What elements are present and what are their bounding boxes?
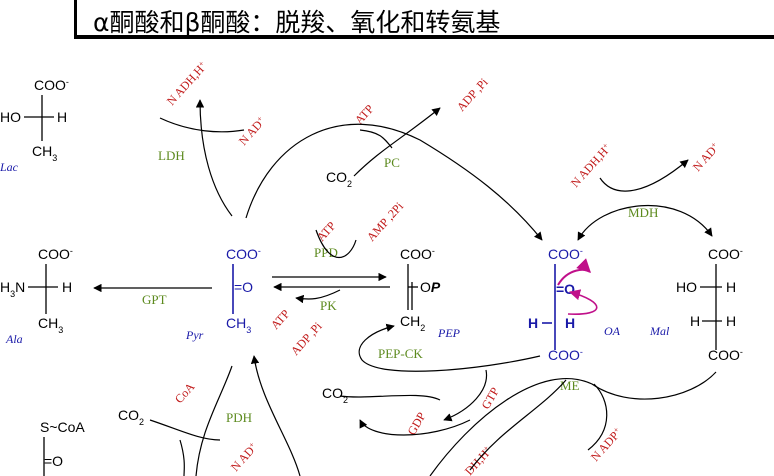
enzyme-ldh: LDH bbox=[158, 148, 185, 163]
enzyme-pc: PC bbox=[384, 155, 400, 170]
svg-text:CH2: CH2 bbox=[400, 313, 425, 333]
pep-structure: COO- OP CH2 PEP bbox=[400, 246, 461, 340]
lactate-ho: HO bbox=[0, 109, 21, 125]
acetylcoa-carbonyl: =O bbox=[44, 453, 63, 469]
enzyme-gpt: GPT bbox=[142, 292, 167, 307]
enzyme-pk: PK bbox=[320, 298, 337, 313]
malate-h1: H bbox=[726, 279, 736, 295]
svg-text:COO-: COO- bbox=[548, 347, 583, 363]
lactate-ch3: CH bbox=[32, 143, 52, 159]
co2-pdh: CO2 bbox=[118, 407, 144, 427]
oa-h-right: H bbox=[565, 315, 575, 331]
cofactor-atp-pk: ATP bbox=[268, 307, 293, 332]
co2-pc: CO2 bbox=[326, 169, 352, 189]
svg-text:COO-: COO- bbox=[34, 77, 69, 93]
pep-ester-o: O bbox=[420, 279, 431, 295]
svg-text:CH3: CH3 bbox=[226, 315, 251, 335]
lactate-coo: COO bbox=[34, 77, 66, 93]
page-title: α酮酸和β酮酸：脱羧、氧化和转氨基 bbox=[93, 8, 501, 37]
cofactor-nad-pdh: N AD+ bbox=[227, 440, 260, 474]
svg-text:COO-: COO- bbox=[708, 246, 743, 262]
alanine-name: Ala bbox=[5, 332, 23, 346]
svg-text:H3N: H3N bbox=[0, 279, 25, 299]
alanine-coo: COO bbox=[38, 246, 70, 262]
enzyme-mdh: MDH bbox=[628, 205, 658, 220]
lactate-structure: COO- HO H CH3 Lac bbox=[0, 77, 69, 174]
malate-coo-bottom: COO bbox=[708, 347, 740, 363]
svg-text:COO-: COO- bbox=[708, 347, 743, 363]
alanine-h: H bbox=[62, 279, 72, 295]
malate-h3: H bbox=[726, 313, 736, 329]
cofactor-gtp: GTP bbox=[478, 385, 502, 412]
pyruvate-structure: COO- =O CH3 Pyr bbox=[185, 246, 261, 342]
alanine-ch3: CH bbox=[38, 315, 58, 331]
alanine-h3n: H bbox=[0, 279, 10, 295]
oa-coo-top: COO bbox=[548, 246, 580, 262]
svg-text:OP: OP bbox=[420, 279, 441, 295]
co2-pepck: CO2 bbox=[322, 385, 348, 405]
svg-text:CH3: CH3 bbox=[38, 315, 63, 335]
acetylcoa-structure: S~CoA =O bbox=[40, 419, 85, 476]
pyruvate-carbonyl: =O bbox=[234, 279, 253, 295]
lactate-name: Lac bbox=[0, 160, 19, 174]
cofactor-adp-pc: ADP ,Pi bbox=[454, 75, 491, 114]
acetylcoa-scoa: S~CoA bbox=[40, 419, 85, 435]
enzyme-me: ME bbox=[560, 378, 580, 393]
svg-text:COO-: COO- bbox=[38, 246, 73, 262]
oa-coo-bottom: COO bbox=[548, 347, 580, 363]
enzyme-pepck: PEP-CK bbox=[378, 346, 423, 361]
svg-text:COO-: COO- bbox=[400, 246, 435, 262]
reaction-arrows bbox=[93, 99, 717, 476]
malate-coo-top: COO bbox=[708, 246, 740, 262]
cofactor-nadh-mdh: N ADH,H+ bbox=[567, 140, 614, 190]
cofactor-coa: CoA bbox=[172, 380, 198, 406]
alanine-structure: COO- H3N H CH3 Ala bbox=[0, 246, 73, 346]
pyruvate-name: Pyr bbox=[185, 328, 204, 342]
pyruvate-ch3: CH bbox=[226, 315, 246, 331]
svg-text:CH3: CH3 bbox=[32, 143, 57, 163]
title-box: α酮酸和β酮酸：脱羧、氧化和转氨基 bbox=[74, 0, 774, 39]
pep-ch2: CH bbox=[400, 313, 420, 329]
cofactor-adp-pk: ADP ,Pi bbox=[288, 319, 325, 358]
cofactor-amp-ppd: AMP ,2Pi bbox=[364, 199, 407, 244]
oa-name: OA bbox=[604, 324, 621, 338]
malate-h2: H bbox=[690, 313, 700, 329]
lactate-h: H bbox=[57, 109, 67, 125]
malate-name: Mal bbox=[649, 324, 670, 338]
enzyme-pdh: PDH bbox=[226, 410, 252, 425]
cofactor-nad-mdh: N AD+ bbox=[689, 140, 722, 174]
svg-text:COO-: COO- bbox=[548, 246, 583, 262]
cofactor-nadh-ldh: N ADH,H+ bbox=[163, 58, 210, 108]
malate-ho: HO bbox=[676, 279, 697, 295]
pep-coo: COO bbox=[400, 246, 432, 262]
cofactor-nadp-me: N ADP+ bbox=[587, 425, 625, 464]
oxaloacetate-structure: COO- =O H H COO- OA bbox=[528, 246, 621, 363]
malate-structure: COO- HO H H H COO- Mal bbox=[649, 246, 743, 363]
cofactor-atp-ppd: ATP bbox=[314, 219, 339, 244]
oa-h-left: H bbox=[528, 315, 538, 331]
svg-text:COO-: COO- bbox=[226, 246, 261, 262]
enzyme-ppd: PPD bbox=[314, 245, 338, 260]
cofactor-atp-pc: ATP bbox=[352, 102, 377, 127]
pep-name: PEP bbox=[437, 326, 461, 340]
pyruvate-coo: COO bbox=[226, 246, 258, 262]
